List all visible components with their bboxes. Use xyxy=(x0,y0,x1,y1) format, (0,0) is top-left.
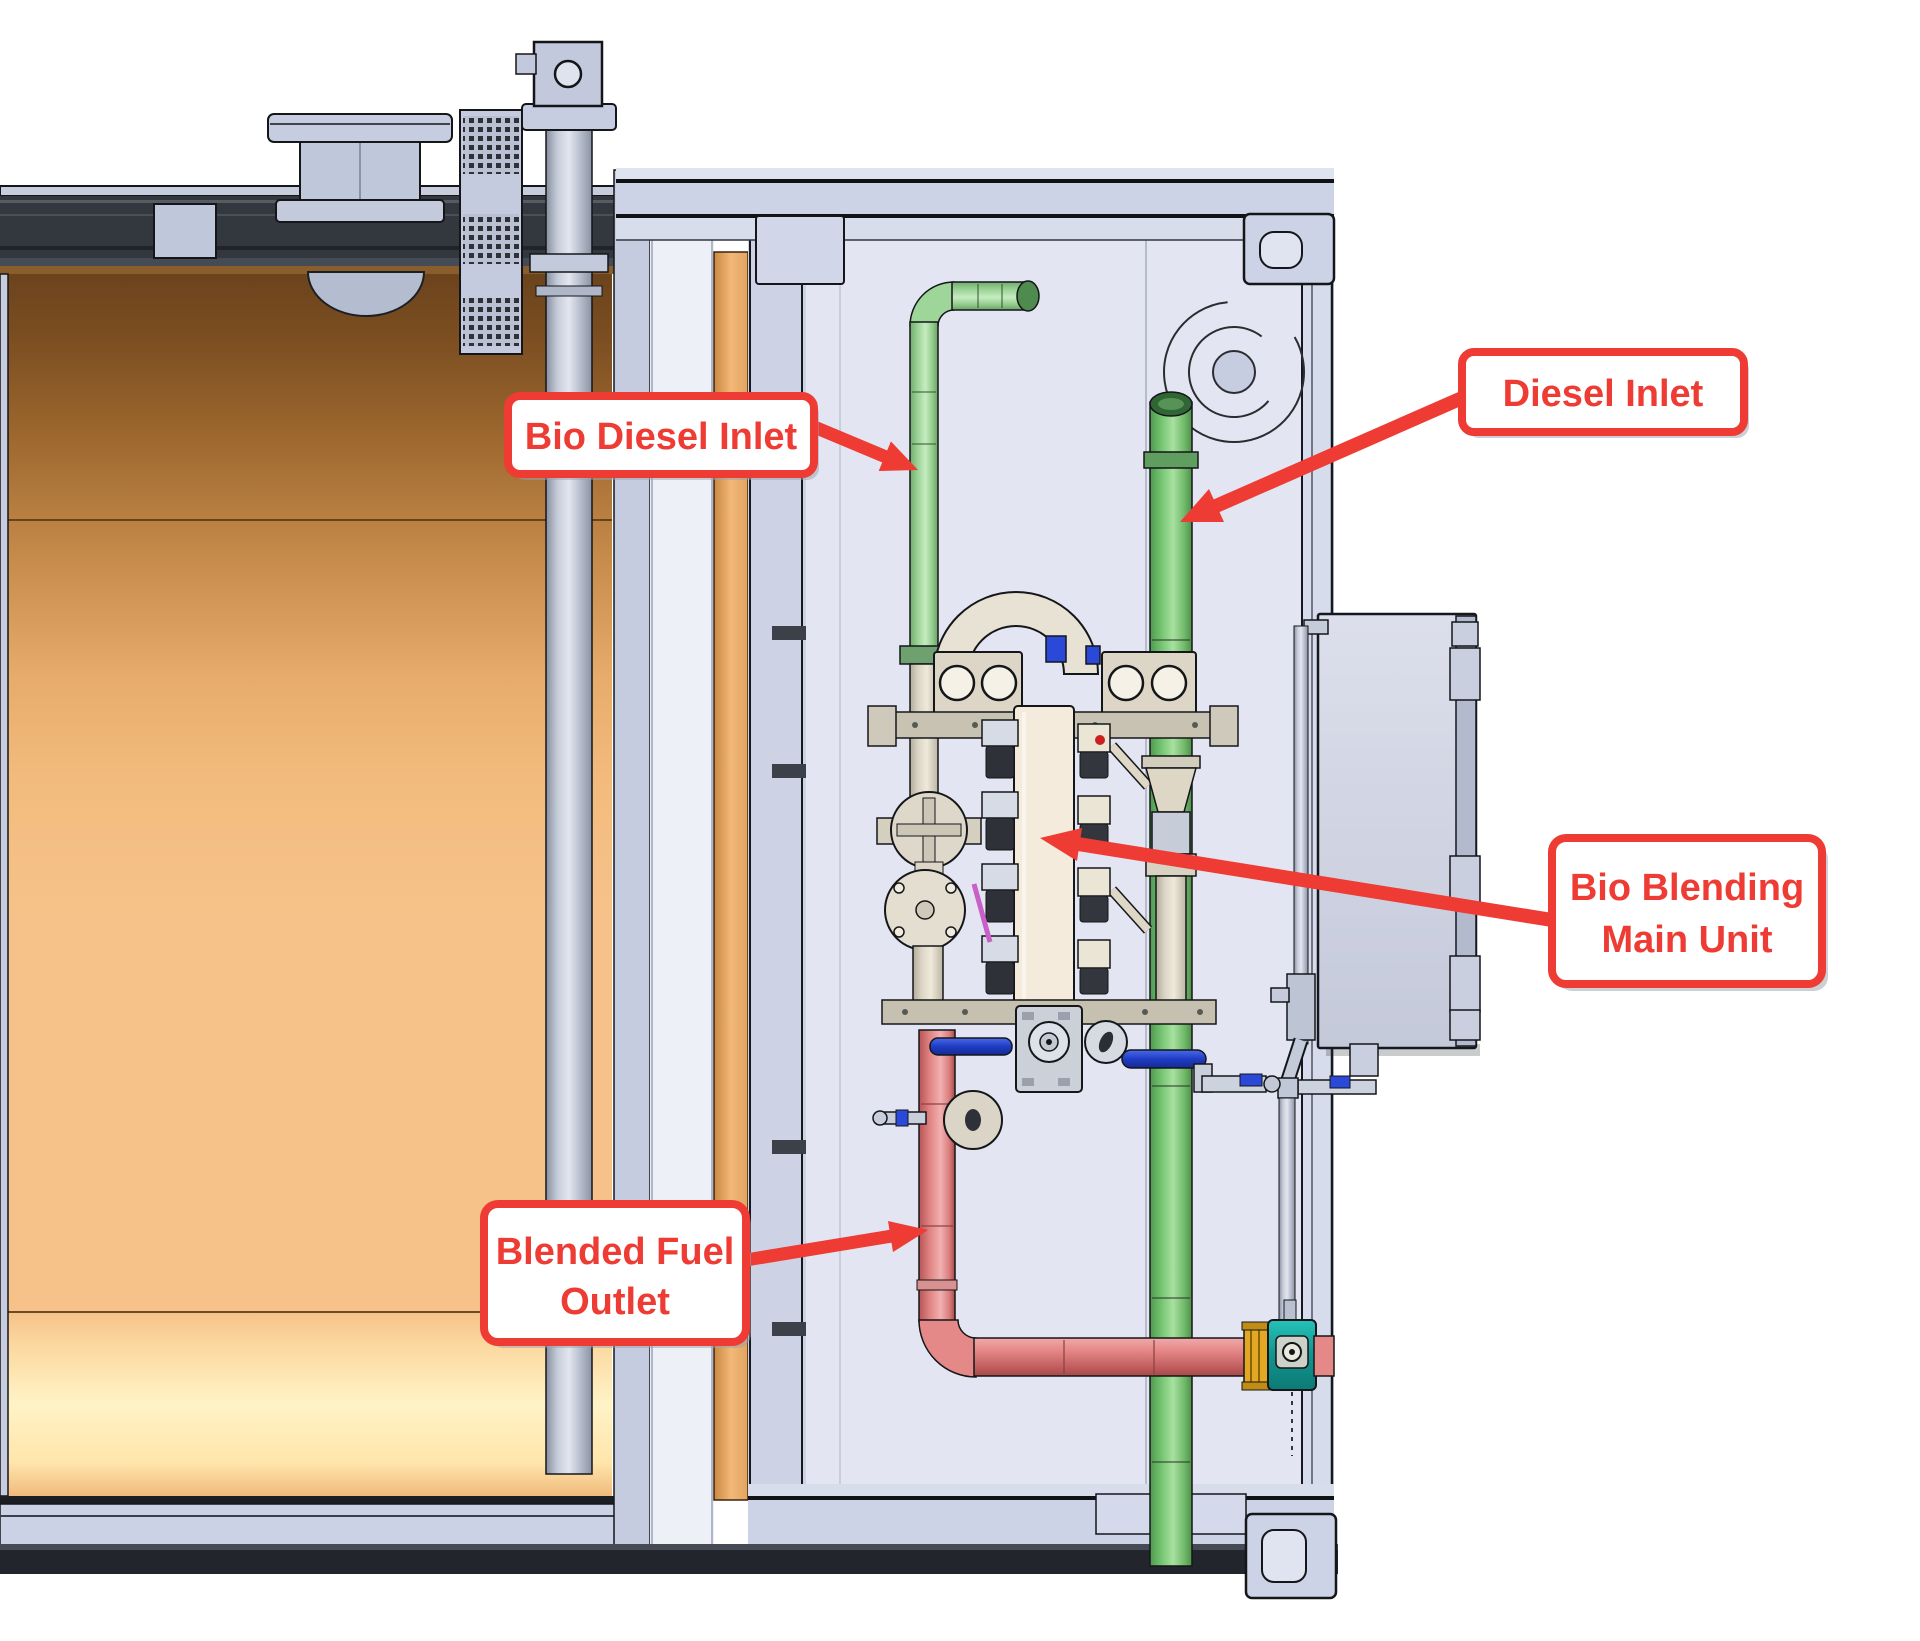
flow-meter-disc xyxy=(943,1090,1003,1150)
bio-diesel-inlet-pipe xyxy=(899,280,1040,809)
outlet-arrow-head xyxy=(888,1221,928,1252)
outlet-label-line1: Blended Fuel xyxy=(496,1231,735,1273)
container-top-frame xyxy=(616,168,1336,286)
diesel-label-box xyxy=(1458,348,1748,436)
manhole-assembly xyxy=(267,113,453,223)
bio-diesel-label-box xyxy=(504,392,818,478)
label-bio-blending-main-unit: Bio Blending Main Unit xyxy=(1040,828,1828,991)
vent-mesh-lower xyxy=(463,298,519,346)
door-post-cap xyxy=(755,215,845,285)
corner-casting-hole xyxy=(1259,231,1303,269)
drain-pipe-lower xyxy=(1278,1097,1296,1329)
main-unit-label-line1: Bio Blending xyxy=(1570,867,1804,909)
indicator-dot xyxy=(1095,735,1105,745)
outlet-label-box xyxy=(480,1200,750,1346)
diesel-pipe-clamp xyxy=(1143,451,1199,469)
drain-coupling-sleeve xyxy=(1286,973,1316,1041)
label-diesel-inlet: Diesel Inlet xyxy=(1180,348,1749,522)
label-bio-diesel-inlet: Bio Diesel Inlet xyxy=(504,392,918,480)
main-unit-arrow-head xyxy=(1040,828,1082,861)
middle-structure xyxy=(613,169,826,1559)
outlet-arrow-shaft xyxy=(744,1229,894,1267)
manhole-top-flange xyxy=(267,113,453,143)
bio-diesel-arrow-shaft xyxy=(809,420,889,463)
dip-tube-flange xyxy=(521,103,617,131)
valve-column-left xyxy=(971,719,1019,995)
main-unit-arrow-shaft xyxy=(1076,837,1554,927)
vent-mesh-upper xyxy=(463,116,519,174)
tank-deck-underside xyxy=(0,258,616,266)
outlet-red-stub xyxy=(1313,1335,1335,1377)
left-bleed-valve xyxy=(872,1109,927,1127)
drain-line xyxy=(1270,619,1379,1329)
outlet-label-line2: Outlet xyxy=(560,1281,670,1323)
valve-handle-right xyxy=(1121,1049,1207,1069)
pressure-gauge xyxy=(1084,1020,1128,1064)
bio-diesel-label-text: Bio Diesel Inlet xyxy=(525,416,798,458)
annotations: Bio Diesel Inlet Diesel Inlet Bio Blendi… xyxy=(480,348,1828,1348)
panel-edge-strip xyxy=(1455,615,1477,1047)
vent-filter xyxy=(459,109,523,355)
main-unit-label-box xyxy=(1548,834,1826,988)
electrical-panel xyxy=(1316,612,1481,1056)
red-pipe-elbow xyxy=(918,1319,977,1378)
right-drain-fitting xyxy=(1193,1063,1281,1093)
mid-post xyxy=(613,169,651,1559)
diesel-arrow-shaft xyxy=(1213,391,1465,513)
base-shadow xyxy=(0,1544,1338,1574)
main-unit-label-line2: Main Unit xyxy=(1602,919,1773,961)
corner-casting-bottom-right xyxy=(1244,1512,1338,1600)
diesel-arrow-head xyxy=(1180,489,1224,522)
dip-tube-deck-flange xyxy=(529,253,609,273)
diesel-label-text: Diesel Inlet xyxy=(1503,373,1704,415)
manhole-base-flange xyxy=(275,199,445,223)
vent-mesh-middle xyxy=(463,214,519,264)
tank-left-wall-edge xyxy=(0,273,9,1497)
drain-valve-knob xyxy=(1329,1075,1351,1089)
label-blended-fuel-outlet: Blended Fuel Outlet xyxy=(480,1200,928,1348)
bio-diesel-arrow-head xyxy=(878,441,918,471)
metering-pump xyxy=(1015,1005,1083,1093)
solenoid-valve-icon xyxy=(1045,635,1067,663)
valve-handle-left xyxy=(929,1037,1013,1056)
outlet-valve-assembly xyxy=(1241,1299,1335,1456)
deck-stub-fitting xyxy=(153,203,217,259)
magenta-sensor-rod xyxy=(971,883,993,943)
bio-diesel-pipe-opening xyxy=(1016,280,1040,312)
cap-port-hole xyxy=(553,59,583,89)
manhole-dome-bowl xyxy=(306,271,426,317)
side-flange-discs xyxy=(876,791,982,1005)
blended-fuel-pipe xyxy=(916,1029,1247,1378)
outlet-flange-gold xyxy=(1243,1327,1271,1385)
